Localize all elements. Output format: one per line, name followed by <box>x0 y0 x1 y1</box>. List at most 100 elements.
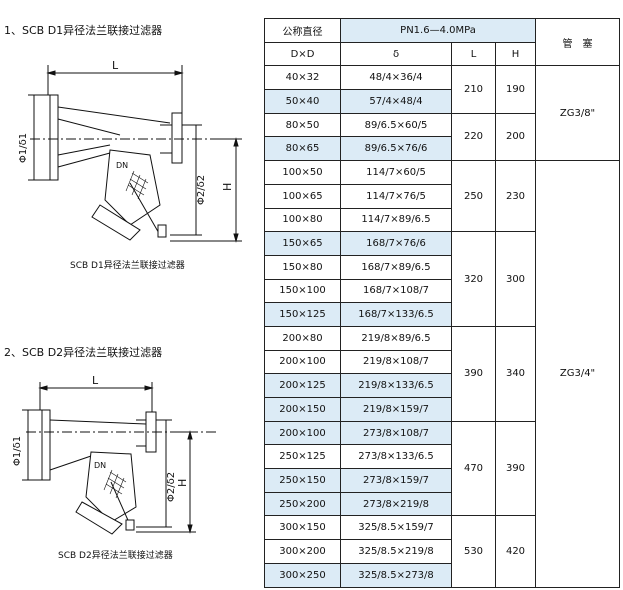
cell-delta: 114/7×76/5 <box>340 183 452 209</box>
section1-heading: 1、SCB D1异径法兰联接过滤器 <box>4 24 163 37</box>
cell-dxd: 150×125 <box>264 302 341 327</box>
scb-d1-filter-drawing: L Φ1/δ1 Φ2/δ2 H DN <box>18 59 242 243</box>
cell-H: 300 <box>494 231 537 327</box>
cell-delta: 273/8×159/7 <box>340 468 452 493</box>
cell-delta: 48/4×36/4 <box>340 65 452 91</box>
section2-caption: SCB D2异径法兰联接过滤器 <box>58 551 173 561</box>
cell-delta: 219/8×133/6.5 <box>340 373 452 398</box>
section1-caption: SCB D1异径法兰联接过滤器 <box>70 261 185 271</box>
cell-L: 530 <box>451 515 496 588</box>
cell-L: 470 <box>451 420 496 517</box>
cell-dxd: 200×100 <box>264 349 341 375</box>
cell-dxd: 200×80 <box>264 325 341 351</box>
cell-delta: 57/4×48/4 <box>340 89 452 114</box>
cell-dxd: 200×125 <box>264 373 341 398</box>
cell-delta: 219/8×89/6.5 <box>340 325 452 351</box>
header-pressure: PN1.6—4.0MPa <box>339 18 537 43</box>
d2-phi2-label: Φ2/δ2 <box>166 472 177 502</box>
d2-phi1-label: Φ1/δ1 <box>12 436 23 466</box>
cell-delta: 219/8×108/7 <box>340 349 452 375</box>
d1-phi1-label: Φ1/δ1 <box>18 133 29 163</box>
cell-delta: 273/8×219/8 <box>340 491 452 517</box>
cell-delta: 89/6.5×60/5 <box>340 112 452 138</box>
cell-dxd: 250×200 <box>264 491 341 517</box>
cell-delta: 325/8.5×273/8 <box>340 562 452 588</box>
cell-H: 390 <box>494 420 537 517</box>
header-H: H <box>494 41 537 67</box>
cell-delta: 273/8×108/7 <box>340 420 452 446</box>
header-nominal: 公称直径 <box>264 18 341 43</box>
cell-L: 250 <box>451 160 496 233</box>
cell-H: 230 <box>494 160 537 233</box>
header-plug: 管 塞 <box>535 17 621 67</box>
cell-dxd: 150×100 <box>264 278 341 304</box>
cell-delta: 114/7×60/5 <box>340 160 452 185</box>
cell-dxd: 80×50 <box>264 112 341 138</box>
cell-dxd: 300×200 <box>264 539 341 564</box>
d1-phi2-label: Φ2/δ2 <box>196 175 207 205</box>
scb-d2-filter-drawing: L Φ1/δ1 Φ2/δ2 H DN <box>12 374 216 535</box>
cell-dxd: 200×100 <box>264 420 341 446</box>
cell-delta: 273/8×133/6.5 <box>340 444 452 470</box>
cell-delta: 114/7×89/6.5 <box>340 207 452 233</box>
cell-dxd: 250×125 <box>264 444 341 470</box>
cell-dxd: 100×65 <box>264 183 341 209</box>
cell-dxd: 40×32 <box>264 65 341 91</box>
cell-L: 210 <box>451 65 496 114</box>
d1-DN-label: DN <box>116 161 128 170</box>
cell-dxd: 300×150 <box>264 515 341 541</box>
cell-L: 320 <box>451 231 496 327</box>
d2-DN-label: DN <box>94 461 106 470</box>
cell-delta: 325/8.5×159/7 <box>340 515 452 541</box>
cell-delta: 168/7×108/7 <box>340 278 452 304</box>
d2-L-label: L <box>92 374 99 387</box>
cell-L: 220 <box>451 112 496 162</box>
cell-dxd: 300×250 <box>264 562 341 588</box>
cell-delta: 168/7×76/6 <box>340 231 452 256</box>
header-dxd: D×D <box>264 41 341 67</box>
d1-H-label: H <box>221 183 234 191</box>
cell-plug: ZG3/8" <box>535 65 621 162</box>
cell-dxd: 50×40 <box>264 89 341 114</box>
cell-dxd: 100×50 <box>264 160 341 185</box>
cell-delta: 168/7×89/6.5 <box>340 254 452 280</box>
cell-plug: ZG3/4" <box>535 160 621 588</box>
cell-delta: 325/8.5×219/8 <box>340 539 452 564</box>
cell-dxd: 100×80 <box>264 207 341 233</box>
cell-dxd: 150×80 <box>264 254 341 280</box>
cell-H: 340 <box>494 325 537 422</box>
cell-dxd: 80×65 <box>264 136 341 162</box>
d2-H-label: H <box>176 479 189 487</box>
header-delta: δ <box>340 41 452 67</box>
cell-delta: 89/6.5×76/6 <box>340 136 452 162</box>
cell-L: 390 <box>451 325 496 422</box>
cell-delta: 219/8×159/7 <box>340 397 452 422</box>
cell-H: 200 <box>494 112 537 162</box>
cell-delta: 168/7×133/6.5 <box>340 302 452 327</box>
cell-H: 190 <box>494 65 537 114</box>
header-L: L <box>451 41 496 67</box>
d1-L-label: L <box>112 59 119 72</box>
cell-H: 420 <box>494 515 537 588</box>
cell-dxd: 150×65 <box>264 231 341 256</box>
